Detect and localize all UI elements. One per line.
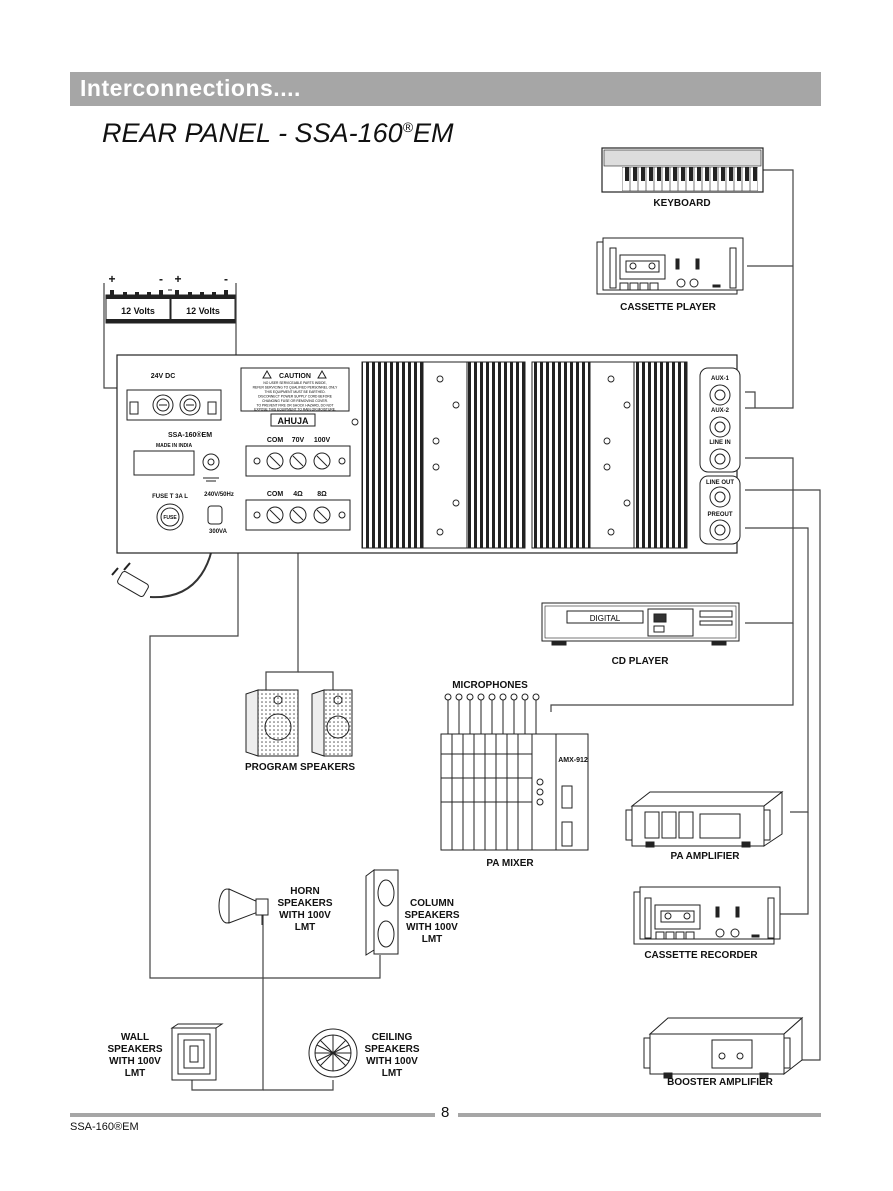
cassette-recorder-label: CASSETTE RECORDER	[644, 950, 758, 961]
wall-speakers-line-2: SPEAKERS	[107, 1044, 162, 1055]
program-speakers	[245, 689, 353, 757]
wall-speaker-icon	[170, 1023, 224, 1081]
caution-line-7: EXPOSE THIS EQUIPMENT TO RAIN OR MOISTUR…	[254, 408, 336, 412]
cassette-recorder-device	[633, 886, 781, 945]
fuse-holder	[156, 503, 184, 531]
brand-logo: AHUJA	[277, 416, 309, 426]
terminal-4-ohm: 4Ω	[293, 491, 303, 498]
footer-rule-right	[458, 1113, 821, 1117]
power-label: 300VA	[209, 529, 228, 535]
fuse-text: FUSE	[163, 515, 177, 521]
caution-box	[240, 367, 350, 427]
horn-speakers-line-3: WITH 100V	[279, 910, 331, 921]
column-speakers-line-3: WITH 100V	[406, 922, 458, 933]
horn-speakers-line-1: HORN	[290, 886, 319, 897]
horn-speakers-line-2: SPEAKERS	[277, 898, 332, 909]
booster-amplifier-label: BOOSTER AMPLIFIER	[667, 1077, 774, 1088]
keyboard-device	[601, 147, 764, 193]
program-speakers-label: PROGRAM SPEAKERS	[245, 762, 355, 773]
caution-title: CAUTION	[279, 373, 311, 380]
pa-mixer-label: PA MIXER	[486, 858, 534, 869]
wall-speakers-line-1: WALL	[121, 1032, 149, 1043]
jack-aux1-label: AUX-1	[711, 376, 730, 382]
ceiling-speakers-line-1: CEILING	[372, 1032, 413, 1043]
cassette-player-device	[596, 237, 744, 295]
footer-rule-left	[70, 1113, 435, 1117]
dc-terminal-block	[126, 389, 222, 421]
battery-1-plus: +	[108, 272, 115, 286]
title-reg: ®	[402, 119, 413, 135]
caution-line-4: DISCONNECT POWER SUPPLY CORD BEFORE	[258, 395, 333, 399]
terminal-70v: 70V	[292, 437, 305, 444]
caution-line-5: CHANGING FUSE OR REMOVING COVER.	[262, 399, 328, 403]
microphones-label: MICROPHONES	[452, 680, 528, 691]
title-suffix: EM	[412, 118, 454, 148]
page-title: REAR PANEL - SSA-160®EM	[102, 118, 453, 149]
heatsink-screws	[351, 375, 631, 536]
input-jack-panel	[699, 367, 741, 473]
battery-2-plus: +	[174, 272, 181, 286]
caution-line-6: TO PREVENT FIRE OR SHOCK HAZARD, DO NOT	[257, 404, 334, 408]
amp-model-label: SSA-160®EM	[168, 431, 212, 439]
microphones	[444, 693, 540, 734]
terminal-com-top: COM	[267, 437, 284, 444]
battery-1-label: 12 Volts	[121, 306, 155, 316]
pa-mixer-device	[440, 733, 589, 851]
ceiling-speaker-icon	[308, 1028, 358, 1078]
cd-display-text: DIGITAL	[590, 614, 621, 623]
cd-player-device	[541, 602, 740, 646]
page-number: 8	[441, 1104, 450, 1121]
ceiling-speakers-line-4: LMT	[382, 1068, 403, 1079]
keyboard-label: KEYBOARD	[653, 198, 710, 209]
caution-line-2: REFER SERVICING TO QUALIFIED PERSONNEL O…	[253, 386, 338, 390]
horn-speakers-line-4: LMT	[295, 922, 316, 933]
terminal-8-ohm: 8Ω	[317, 491, 327, 498]
footer-model: SSA-160®EM	[70, 1121, 139, 1133]
column-speakers-line-4: LMT	[422, 934, 443, 945]
made-in-label: MADE IN INDIA	[156, 443, 193, 449]
jack-preout-label: PREOUT	[707, 512, 732, 518]
terminal-100v: 100V	[314, 437, 331, 444]
wall-speakers-line-3: WITH 100V	[109, 1056, 161, 1067]
title-prefix: REAR PANEL - SSA-160	[102, 118, 403, 148]
output-jack-panel	[699, 475, 741, 545]
mixer-model-label: AMX-912	[558, 757, 588, 764]
horn-speaker-icon	[218, 888, 269, 925]
battery-pack	[105, 290, 236, 324]
nameplate	[133, 450, 195, 476]
column-speakers-line-2: SPEAKERS	[404, 910, 459, 921]
battery-2-minus: -	[224, 272, 228, 286]
mains-cord-grommet	[207, 505, 223, 525]
column-speakers-line-1: COLUMN	[410, 898, 454, 909]
mains-plug-icon	[111, 562, 149, 597]
jack-aux2-label: AUX-2	[711, 408, 730, 414]
jack-lineout-label: LINE OUT	[706, 480, 734, 486]
section-header: Interconnections....	[70, 72, 821, 106]
battery-2-label: 12 Volts	[186, 306, 220, 316]
terminal-com-bottom: COM	[267, 491, 284, 498]
ceiling-speakers-line-2: SPEAKERS	[364, 1044, 419, 1055]
battery-1-minus: -	[159, 272, 163, 286]
mains-label: 240V/50Hz	[204, 492, 234, 498]
wall-speakers-line-4: LMT	[125, 1068, 146, 1079]
speaker-terminal-block-ohm	[245, 499, 351, 531]
speaker-terminal-block-100v	[245, 445, 351, 477]
booster-amplifier-device	[643, 1016, 804, 1079]
caution-line-1: NO USER SERVICEABLE PARTS INSIDE,	[263, 381, 326, 385]
caution-line-3: THIS EQUIPMENT MUST BE EARTHED.	[264, 390, 325, 394]
cd-player-label: CD PLAYER	[612, 656, 670, 667]
earth-terminal-icon	[202, 453, 220, 482]
pa-amplifier-label: PA AMPLIFIER	[670, 851, 740, 862]
cassette-player-label: CASSETTE PLAYER	[620, 302, 717, 313]
fuse-rating-label: FUSE T 3A L	[152, 494, 188, 500]
column-speaker-icon	[365, 869, 399, 956]
section-title: Interconnections....	[80, 75, 301, 101]
jack-linein-label: LINE IN	[709, 440, 730, 446]
pa-amplifier-device	[625, 790, 784, 848]
dc-input-label: 24V DC	[151, 373, 176, 380]
ceiling-speakers-line-3: WITH 100V	[366, 1056, 418, 1067]
